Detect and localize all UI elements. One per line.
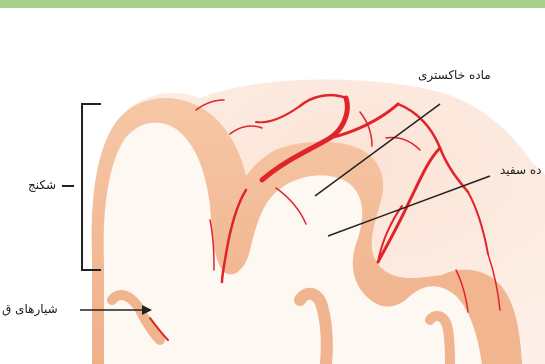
- label-gyrus: شکنج: [28, 178, 56, 192]
- label-white-matter: ده سفید: [500, 163, 542, 177]
- label-sulci: شیارهای ق: [2, 302, 58, 316]
- label-gray-matter: ماده خاکستری: [418, 68, 491, 82]
